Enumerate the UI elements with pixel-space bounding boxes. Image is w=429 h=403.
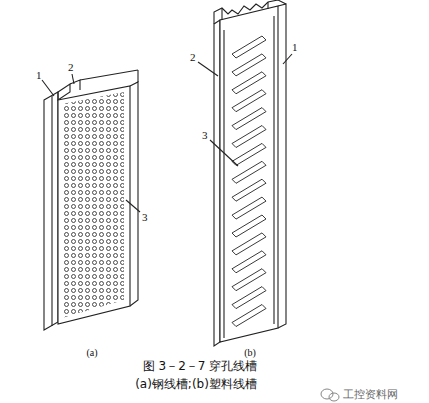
plastic-duct (198, 0, 292, 346)
subfigure-label: (a) (86, 348, 97, 358)
figure-caption: 图 3－2－7 穿孔线槽 (143, 360, 258, 372)
watermark: 工控资料网 (343, 389, 398, 400)
callout-number: 2 (68, 62, 74, 73)
watermark-icon (321, 389, 339, 401)
callout-number: 2 (190, 52, 196, 63)
subfigure-label: (b) (244, 348, 256, 358)
callout-number: 3 (142, 212, 148, 223)
duct-slot (232, 305, 266, 327)
callout-number: 3 (202, 130, 208, 141)
callout-number: 1 (292, 42, 298, 53)
caption-line: (a)钢线槽;(b)塑料线槽 (135, 378, 257, 390)
steel-duct (42, 70, 140, 330)
callout-number: 1 (36, 70, 42, 81)
